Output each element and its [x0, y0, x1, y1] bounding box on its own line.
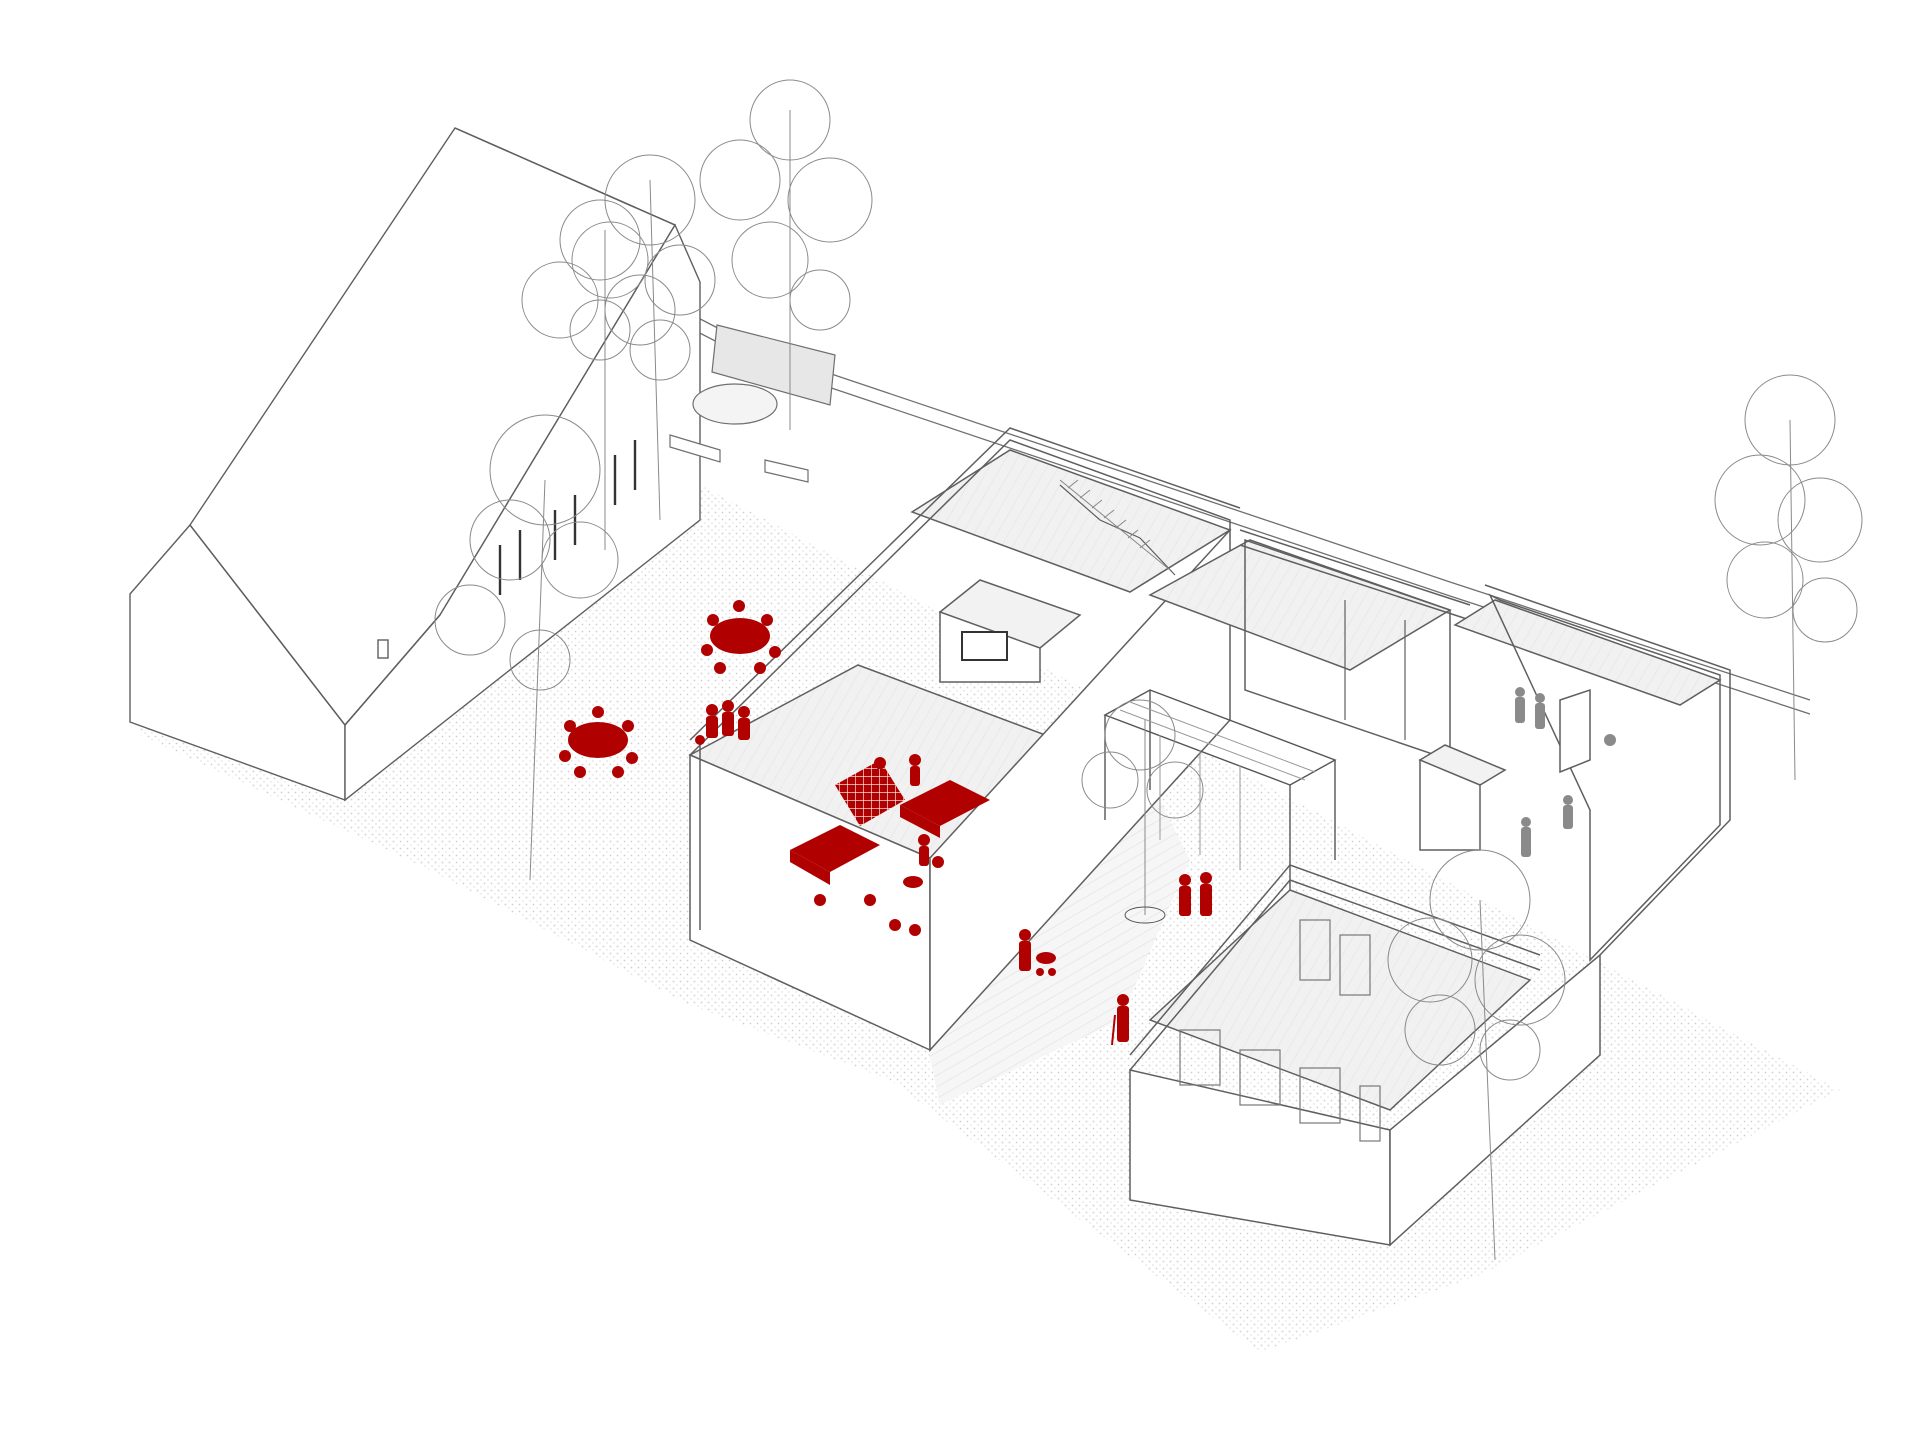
workshop-tables	[790, 754, 990, 936]
south-block	[1129, 864, 1601, 1247]
cafe-table-1	[701, 600, 781, 674]
tree-3	[699, 79, 873, 430]
middle-block	[1148, 529, 1471, 762]
tree-4	[521, 199, 676, 550]
children-group	[695, 700, 750, 745]
grey-figures	[1515, 687, 1616, 857]
tree-5	[1714, 374, 1863, 781]
courtyard-people	[1019, 872, 1212, 1046]
tree-7	[1081, 699, 1204, 924]
trees	[434, 79, 1863, 1261]
tree-1	[434, 414, 619, 881]
cafe-table-2	[559, 706, 638, 778]
stone-wall	[669, 324, 836, 483]
tree-6	[1387, 849, 1566, 1261]
east-block	[1418, 584, 1731, 962]
barn-building	[129, 127, 701, 802]
